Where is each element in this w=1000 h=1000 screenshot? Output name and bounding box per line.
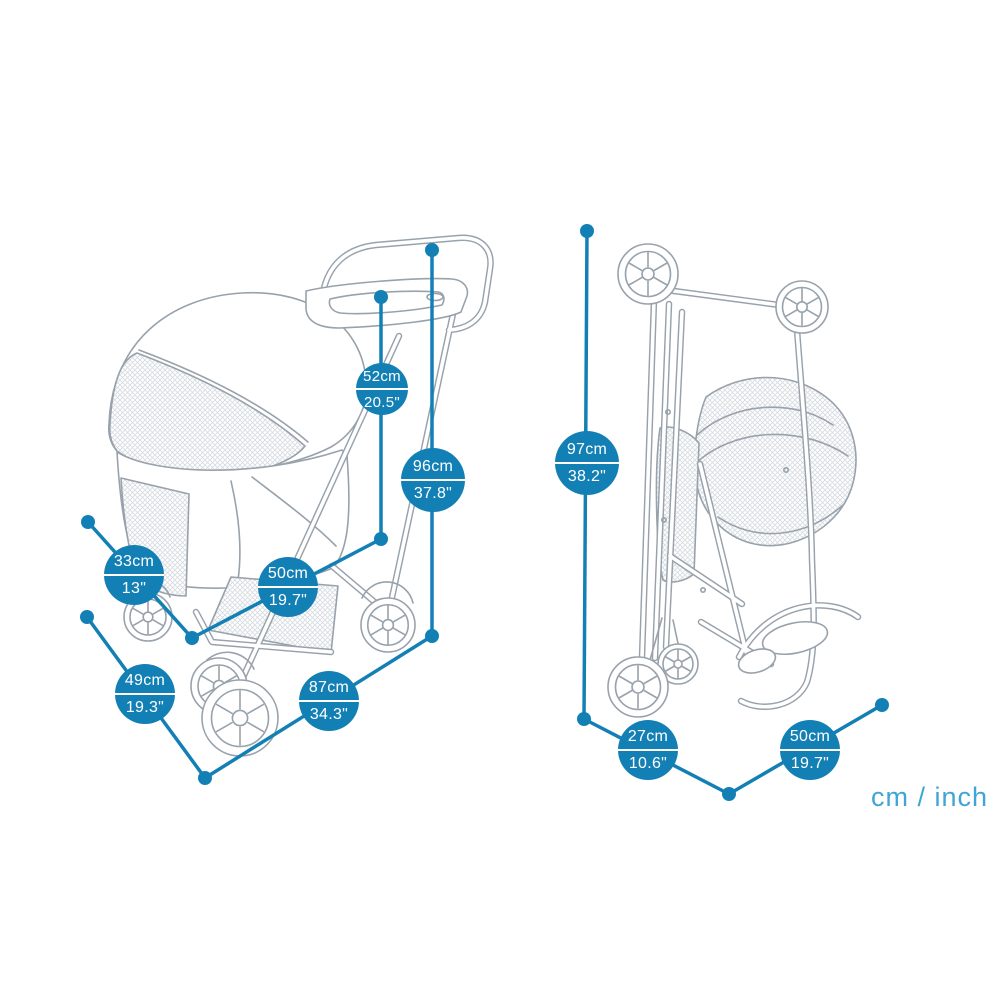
dimension-endpoint-dots [80,224,889,801]
measurement-inch: 34.3" [309,706,349,723]
measurement-badge-handle-height: 52cm 20.5" [356,363,408,415]
measurement-badge-folded-depth: 27cm 10.6" [618,720,678,780]
measurement-cm: 50cm [789,728,831,745]
measurement-cm: 33cm [113,553,155,570]
measurement-cm: 50cm [267,565,309,582]
measurement-badge-folded-height: 97cm 38.2" [555,431,619,495]
measurement-inch: 38.2" [567,468,607,485]
measurement-badge-inner-width: 33cm 13" [104,545,164,605]
measurement-cm: 96cm [412,458,454,475]
measurement-badge-folded-width: 50cm 19.7" [780,720,840,780]
unit-legend: cm / inch [870,782,988,812]
measurement-inch: 13" [121,580,147,597]
measurement-cm: 52cm [363,368,401,385]
stroller-folded-drawing [607,243,862,718]
measurement-inch: 19.3" [125,699,165,716]
measurement-badge-overall-length: 87cm 34.3" [299,671,359,731]
measurement-cm: 87cm [308,679,350,696]
measurement-inch: 10.6" [628,755,668,772]
measurement-inch: 37.8" [413,485,453,502]
measurement-cm: 27cm [627,728,669,745]
measurement-badge-overall-height: 96cm 37.8" [401,448,465,512]
measurement-inch: 19.7" [268,592,308,609]
measurement-badge-inner-length: 50cm 19.7" [258,557,318,617]
measurement-badge-base-width: 49cm 19.3" [115,664,175,724]
measurement-inch: 20.5" [363,394,401,411]
measurement-inch: 19.7" [790,755,830,772]
measurement-cm: 49cm [124,672,166,689]
measurement-cm: 97cm [566,441,608,458]
